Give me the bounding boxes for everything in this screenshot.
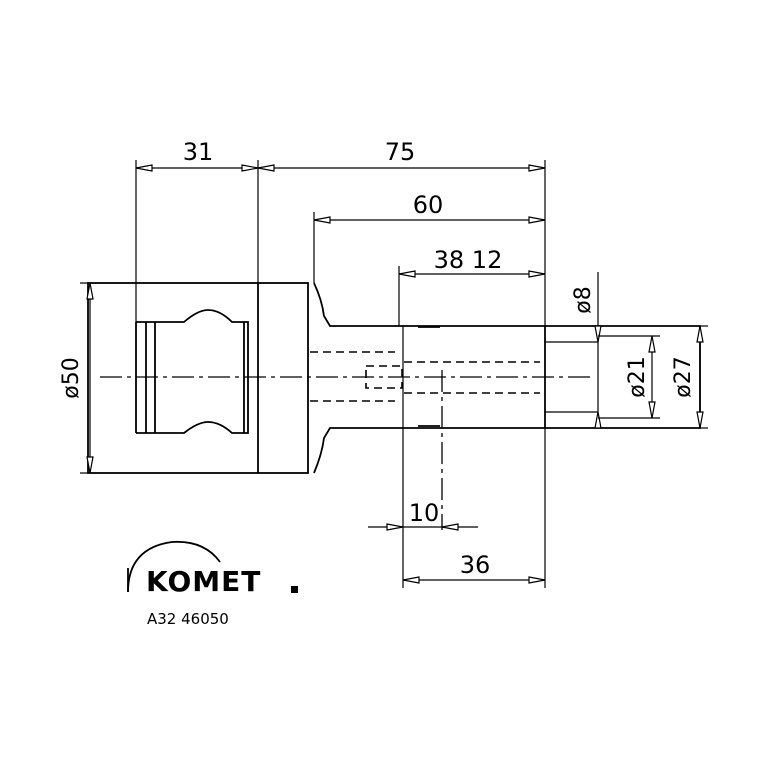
komet-logo: KOMET — [127, 540, 298, 598]
dim-dia8: ø8 — [571, 272, 602, 429]
dim-38-12-label: 38 12 — [434, 246, 503, 274]
dim-10-label: 10 — [409, 499, 440, 527]
dim-dia27-label: ø27 — [671, 356, 696, 397]
dim-31-label: 31 — [183, 138, 214, 166]
dim-31: 31 — [135, 138, 259, 322]
dim-75: 75 — [257, 138, 546, 326]
dim-dia21-label: ø21 — [625, 356, 650, 397]
part-number: A32 46050 — [147, 610, 229, 628]
dim-60: 60 — [313, 191, 546, 283]
dim-dia50: ø50 — [59, 282, 94, 474]
dim-36: 36 — [402, 428, 546, 588]
logo-brand-text: KOMET — [146, 565, 261, 598]
dim-10: 10 — [368, 428, 478, 588]
logo-dot — [291, 586, 298, 593]
dim-dia27: ø27 — [671, 325, 708, 429]
dim-36-label: 36 — [460, 551, 491, 579]
part-body — [87, 282, 701, 530]
flange-outline — [87, 282, 309, 474]
logo-arc — [127, 540, 221, 593]
dim-dia50-label: ø50 — [59, 357, 84, 398]
dim-dia8-label: ø8 — [571, 286, 596, 313]
dim-60-label: 60 — [413, 191, 444, 219]
flange-cavity — [135, 309, 249, 434]
dim-75-label: 75 — [385, 138, 416, 166]
dim-dia21: ø21 — [598, 335, 660, 419]
dim-38-12: 38 12 — [398, 246, 546, 326]
